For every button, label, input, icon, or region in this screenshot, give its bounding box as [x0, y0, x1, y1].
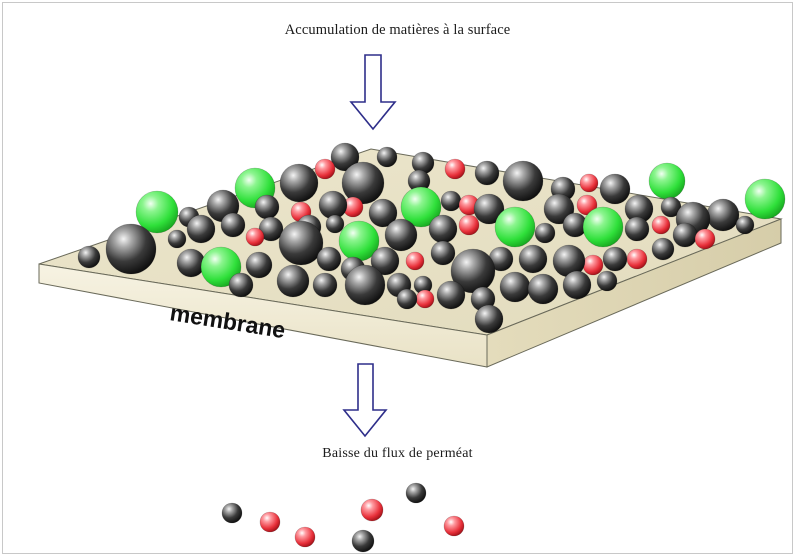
- dark-particle: [376, 146, 398, 168]
- fouling-illustration: membrane: [38, 54, 786, 553]
- dark-particle: [254, 194, 280, 220]
- red-particle: [415, 289, 435, 309]
- dark-particle: [220, 212, 246, 238]
- dark-particle: [596, 270, 618, 292]
- green-particle: [648, 162, 686, 200]
- dark-particle: [502, 160, 544, 202]
- red-particle: [651, 215, 671, 235]
- particle-layer: [77, 142, 786, 334]
- dark-particle: [706, 198, 740, 232]
- top-down-arrow: [349, 54, 397, 131]
- green-particle: [744, 178, 786, 220]
- dark-particle: [245, 251, 273, 279]
- dark-particle: [430, 240, 456, 266]
- red-particle: [360, 498, 384, 522]
- dark-particle: [534, 222, 556, 244]
- dark-particle: [651, 237, 675, 261]
- dark-particle: [351, 529, 375, 553]
- dark-particle: [499, 271, 531, 303]
- dark-particle: [543, 193, 575, 225]
- dark-particle: [384, 218, 418, 252]
- red-particle: [245, 227, 265, 247]
- dark-particle: [330, 142, 360, 172]
- dark-particle: [405, 482, 427, 504]
- green-particle: [494, 206, 536, 248]
- dark-particle: [562, 270, 592, 300]
- dark-particle: [186, 214, 216, 244]
- red-particle: [579, 173, 599, 193]
- red-particle: [405, 251, 425, 271]
- dark-particle: [672, 222, 698, 248]
- bottom-down-arrow: [342, 363, 388, 438]
- dark-particle: [735, 215, 755, 235]
- dark-particle: [105, 223, 157, 275]
- green-particle: [582, 206, 624, 248]
- red-particle: [444, 158, 466, 180]
- dark-particle: [473, 193, 505, 225]
- dark-particle: [316, 246, 342, 272]
- dark-particle: [318, 190, 348, 220]
- dark-particle: [436, 280, 466, 310]
- dark-particle: [325, 214, 345, 234]
- red-particle: [294, 526, 316, 548]
- dark-particle: [368, 198, 398, 228]
- red-particle: [443, 515, 465, 537]
- dark-particle: [396, 288, 418, 310]
- red-particle: [582, 254, 604, 276]
- red-particle: [259, 511, 281, 533]
- dark-particle: [527, 273, 559, 305]
- dark-particle: [278, 220, 324, 266]
- dark-particle: [228, 272, 254, 298]
- dark-particle: [428, 214, 458, 244]
- green-particle: [135, 190, 179, 234]
- green-particle: [200, 246, 242, 288]
- green-particle: [400, 186, 442, 228]
- dark-particle: [77, 245, 101, 269]
- top-caption: Accumulation de matières à la surface: [284, 22, 511, 38]
- bottom-caption: Baisse du flux de perméat: [322, 446, 473, 461]
- red-particle: [314, 158, 336, 180]
- dark-particle: [474, 160, 500, 186]
- dark-particle: [312, 272, 338, 298]
- dark-particle: [221, 502, 243, 524]
- dark-particle: [518, 244, 548, 274]
- dark-particle: [344, 264, 386, 306]
- dark-particle: [602, 246, 628, 272]
- red-particle: [626, 248, 648, 270]
- dark-particle: [624, 216, 650, 242]
- red-particle: [458, 214, 480, 236]
- dark-particle: [279, 163, 319, 203]
- dark-particle: [276, 264, 310, 298]
- dark-particle: [440, 190, 462, 212]
- dark-particle: [370, 246, 400, 276]
- dark-particle: [176, 248, 206, 278]
- red-particle: [694, 228, 716, 250]
- dark-particle: [599, 173, 631, 205]
- dark-particle: [167, 229, 187, 249]
- permeate-particles: [221, 482, 465, 553]
- dark-particle: [474, 304, 504, 334]
- dark-particle: [341, 161, 385, 205]
